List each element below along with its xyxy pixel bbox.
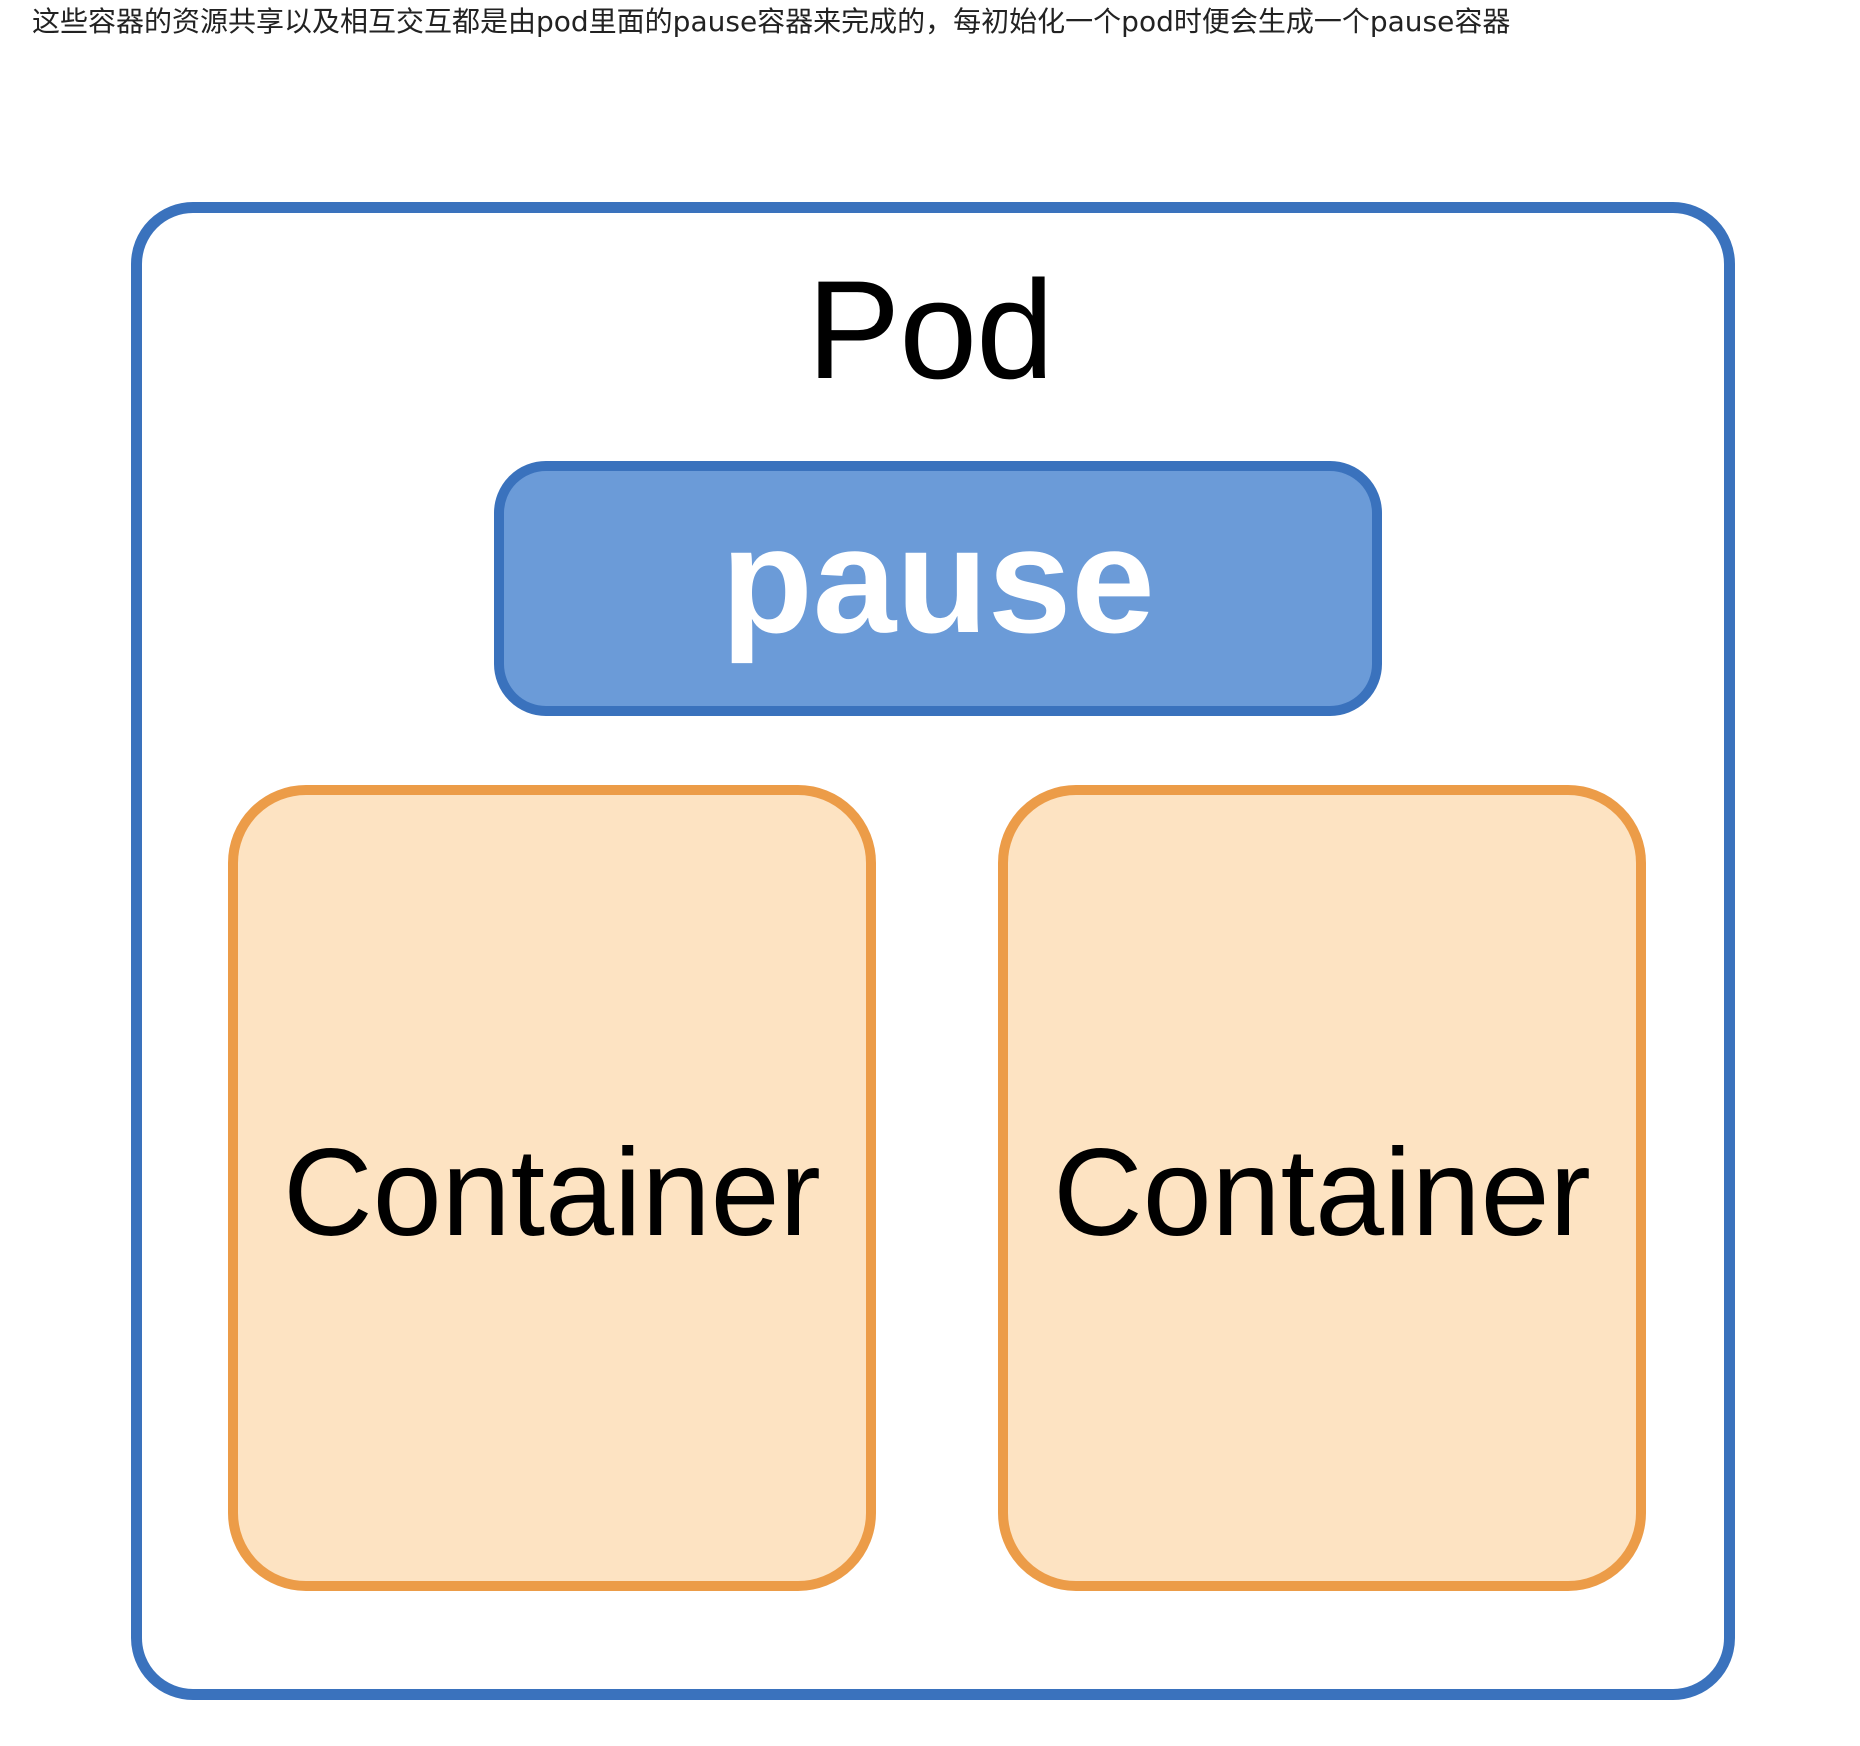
pause-container-box: pause	[494, 461, 1382, 716]
container-label-1: Container	[283, 1124, 821, 1262]
pause-label: pause	[721, 495, 1155, 664]
container-box-2: Container	[998, 785, 1646, 1591]
container-label-2: Container	[1053, 1124, 1591, 1262]
pod-label: Pod	[806, 251, 1054, 408]
caption-text: 这些容器的资源共享以及相互交互都是由pod里面的pause容器来完成的，每初始化…	[32, 5, 1511, 38]
container-box-1: Container	[228, 785, 876, 1591]
